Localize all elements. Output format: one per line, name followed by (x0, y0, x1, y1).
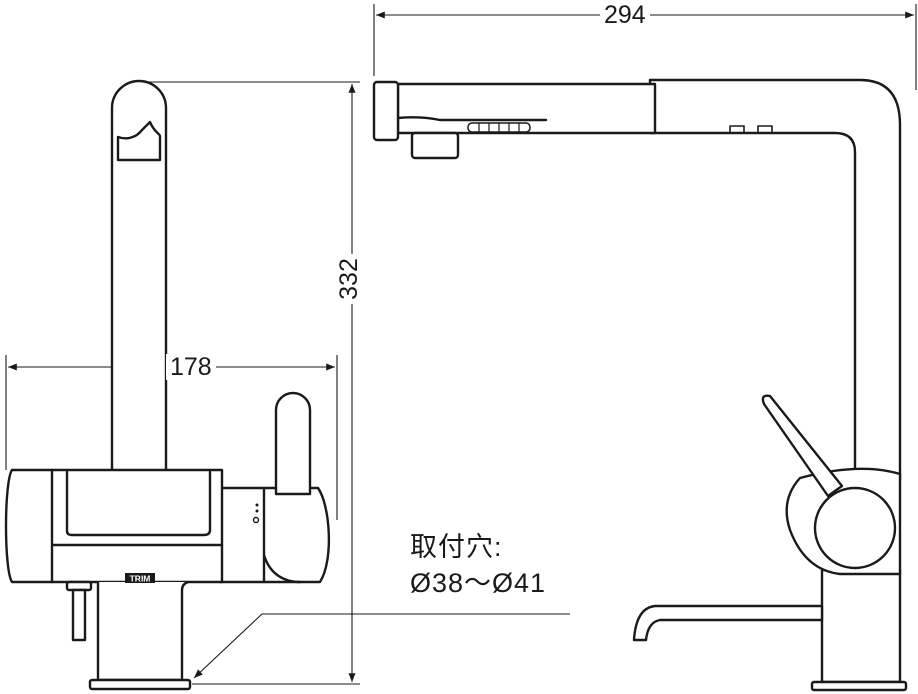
mounting-hole-leader (193, 613, 570, 679)
front-spray-head (396, 82, 657, 135)
mounting-hole-range: Ø38〜Ø41 (410, 568, 547, 598)
front-lever-handle (761, 394, 844, 498)
front-lever-hub (813, 486, 897, 570)
side-base-flange (88, 678, 192, 691)
front-view-faucet (372, 78, 908, 692)
side-view-faucet: TRIM (4, 79, 331, 691)
front-spray-outlet (410, 131, 460, 160)
side-spray-nozzle (116, 120, 162, 162)
side-body (4, 468, 224, 584)
front-outlet-pipe (632, 604, 824, 642)
mounting-hole-label: 取付穴: (410, 532, 503, 562)
trim-logo (125, 573, 155, 583)
front-spray-buttons (467, 122, 531, 133)
side-lever-handle (274, 391, 312, 496)
depth-dimension-label: 178 (166, 354, 216, 380)
front-spray-cap (372, 80, 400, 142)
front-base-flange (810, 680, 908, 692)
front-lower-body (820, 568, 902, 684)
side-stem (96, 580, 189, 682)
side-drain-rod (71, 588, 87, 642)
side-lever-base (218, 486, 331, 584)
side-spout (110, 79, 168, 472)
width-dimension-label: 294 (600, 2, 650, 28)
dimension-332 (140, 81, 360, 685)
height-dimension-label: 332 (335, 254, 363, 304)
trim-logo-text: TRIM (130, 574, 151, 584)
